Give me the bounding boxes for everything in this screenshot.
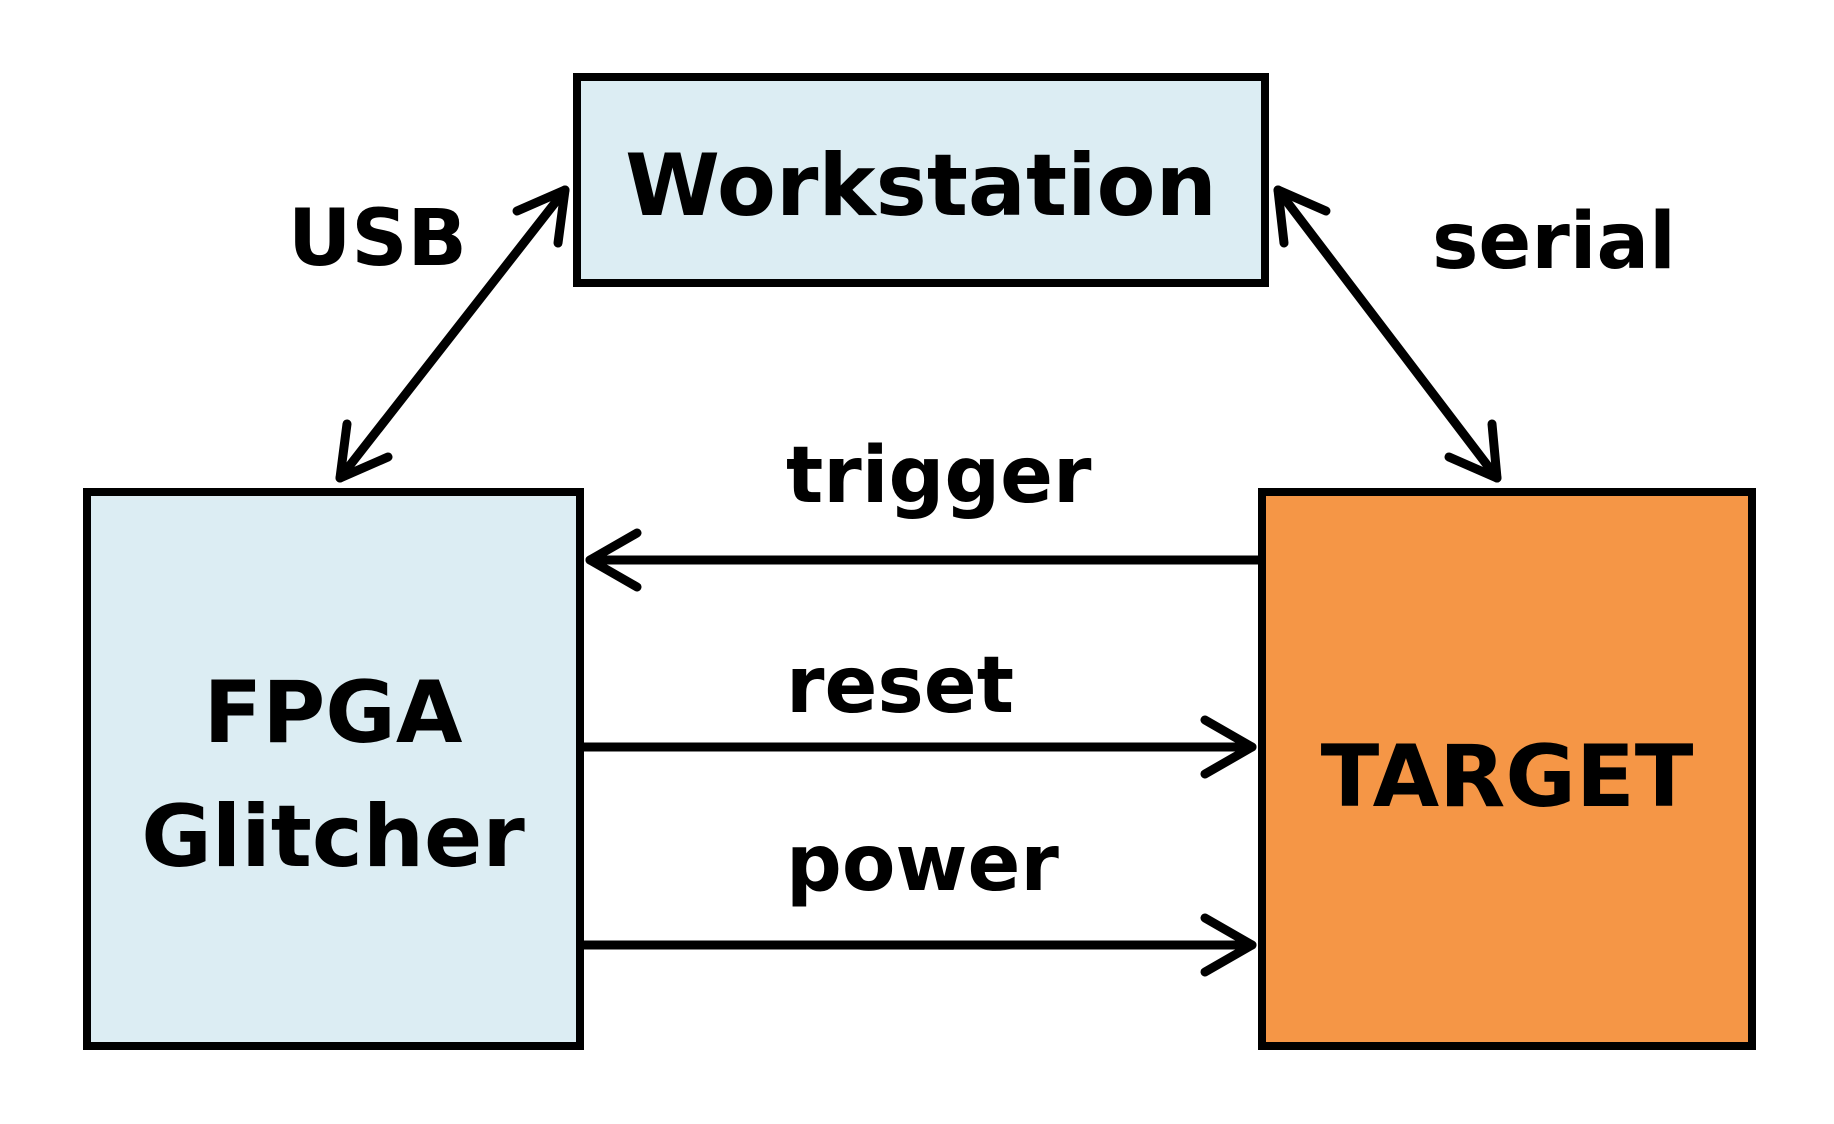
usb-label: USB bbox=[288, 194, 467, 284]
workstation-box bbox=[573, 73, 1269, 287]
target-label: TARGET bbox=[1321, 727, 1694, 827]
target-node: TARGET bbox=[1258, 488, 1756, 1050]
serial-arrowhead-bottom bbox=[1444, 419, 1502, 483]
serial-label: serial bbox=[1432, 197, 1676, 287]
usb-arrowhead-bottom bbox=[335, 419, 393, 483]
serial-line bbox=[1273, 185, 1502, 483]
target-box bbox=[1258, 488, 1756, 1050]
reset-label: reset bbox=[786, 641, 1014, 731]
fpga-label-line2: Glitcher bbox=[141, 787, 525, 887]
trigger-edge: trigger bbox=[585, 431, 1263, 592]
workstation-node: Workstation bbox=[573, 73, 1269, 287]
fpga-label-line1: FPGA bbox=[204, 663, 463, 763]
fpga-glitcher-box bbox=[83, 488, 584, 1050]
trigger-label: trigger bbox=[786, 431, 1092, 521]
usb-edge: USB bbox=[288, 185, 570, 483]
power-edge: power bbox=[579, 819, 1257, 977]
usb-line bbox=[335, 185, 570, 483]
workstation-label: Workstation bbox=[625, 136, 1217, 236]
reset-arrowhead bbox=[1200, 715, 1257, 779]
serial-arrowhead-top bbox=[1273, 185, 1331, 248]
usb-arrowhead-top bbox=[512, 185, 570, 248]
power-label: power bbox=[786, 819, 1059, 909]
power-arrowhead bbox=[1200, 913, 1257, 977]
reset-edge: reset bbox=[579, 641, 1257, 779]
trigger-arrowhead bbox=[585, 528, 642, 592]
serial-edge: serial bbox=[1273, 185, 1676, 483]
fpga-glitcher-node: FPGA Glitcher bbox=[83, 488, 584, 1050]
